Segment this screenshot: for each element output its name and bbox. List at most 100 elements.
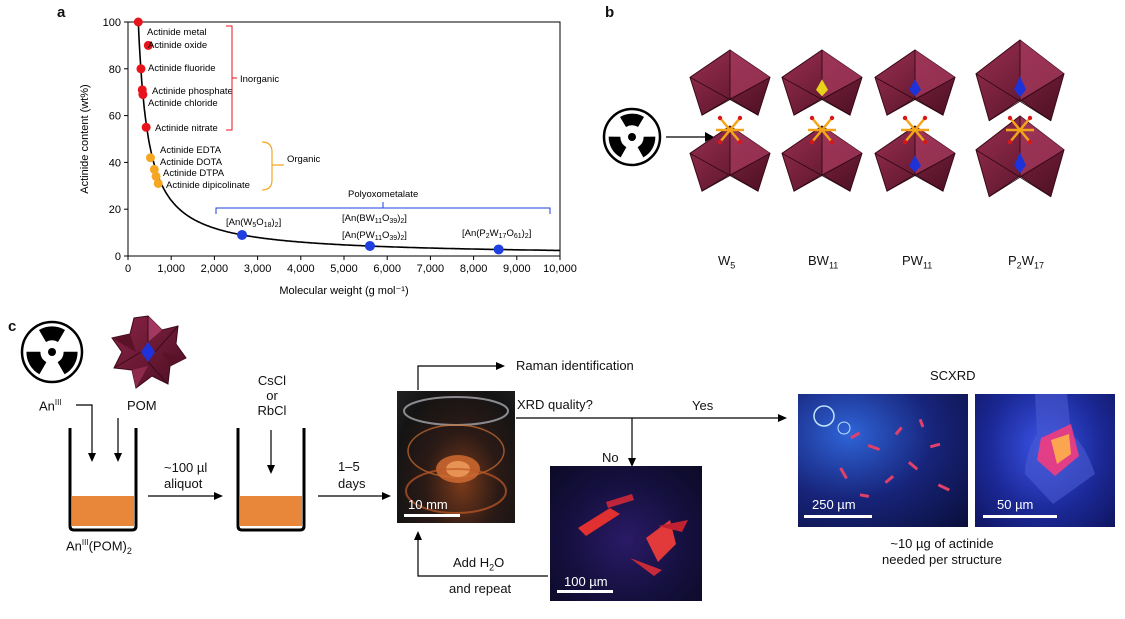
data-point bbox=[493, 244, 504, 255]
arrow-days bbox=[318, 492, 391, 500]
point-label-p2w17: [An(P2W17O61)2] bbox=[462, 228, 531, 240]
structure-w5-top bbox=[689, 49, 771, 116]
point-label: Actinide DOTA bbox=[160, 157, 223, 168]
x-tick-label: 2,000 bbox=[201, 263, 229, 275]
structure-w5-bottom bbox=[689, 125, 771, 192]
structure-label-pw11: PW11 bbox=[902, 253, 933, 271]
panel-letter-a: a bbox=[57, 4, 66, 21]
point-label: Actinide dipicolinate bbox=[166, 180, 250, 191]
point-label: Actinide metal bbox=[147, 27, 207, 38]
add-water-label: Add H2O bbox=[453, 555, 505, 573]
point-label: Actinide chloride bbox=[148, 98, 218, 109]
yes-label: Yes bbox=[692, 398, 714, 413]
bracket-inorganic bbox=[226, 25, 237, 131]
x-tick-label: 10,000 bbox=[543, 263, 577, 275]
scale-label-50um: 50 µm bbox=[997, 497, 1034, 512]
x-tick-label: 0 bbox=[125, 263, 131, 275]
group-label-organic: Organic bbox=[287, 154, 321, 165]
point-label-bw11: [An(BW11O39)2] bbox=[342, 213, 407, 225]
actinide-linker bbox=[901, 115, 929, 145]
data-point bbox=[136, 64, 146, 74]
bracket-organic bbox=[261, 141, 284, 191]
x-tick-label: 3,000 bbox=[244, 263, 272, 275]
structure-label-bw11: BW11 bbox=[808, 253, 839, 271]
an-iii-label: AnIII bbox=[39, 398, 62, 414]
y-tick-label: 20 bbox=[109, 204, 121, 216]
point-label-w5: [An(W5O18)2] bbox=[226, 217, 281, 229]
arrow-raman bbox=[417, 362, 505, 390]
arrow-salt bbox=[267, 430, 275, 474]
y-tick-label: 40 bbox=[109, 157, 121, 169]
crystals-photo-no: 100 µm bbox=[550, 466, 702, 601]
y-tick-label: 100 bbox=[103, 17, 121, 29]
data-point bbox=[145, 153, 155, 163]
structure-pw11-top bbox=[874, 49, 956, 116]
x-tick-label: 5,000 bbox=[330, 263, 358, 275]
data-point bbox=[151, 171, 161, 181]
pom-cluster-icon bbox=[111, 315, 187, 389]
structure-label-w5: W5 bbox=[718, 253, 736, 271]
group-label-polyoxometalate: Polyoxometalate bbox=[348, 189, 418, 200]
x-tick-label: 9,000 bbox=[503, 263, 531, 275]
structure-p2w17-top bbox=[975, 39, 1065, 122]
bracket-polyoxometalate bbox=[215, 202, 551, 214]
radiation-icon bbox=[602, 107, 662, 167]
point-label: Actinide nitrate bbox=[155, 123, 218, 134]
scxrd-label: SCXRD bbox=[930, 368, 976, 383]
data-point bbox=[141, 122, 151, 132]
repeat-label: and repeat bbox=[449, 581, 512, 596]
scale-bar-100um bbox=[557, 590, 613, 593]
pom-label: POM bbox=[127, 398, 157, 413]
scale-bar-10mm bbox=[404, 514, 460, 517]
point-label: Actinide oxide bbox=[148, 40, 207, 51]
raman-label: Raman identification bbox=[516, 358, 634, 373]
x-tick-label: 1,000 bbox=[157, 263, 185, 275]
group-label-inorganic: Inorganic bbox=[240, 74, 279, 85]
y-tick-label: 80 bbox=[109, 64, 121, 76]
x-tick-label: 4,000 bbox=[287, 263, 315, 275]
data-point bbox=[364, 240, 375, 251]
data-point bbox=[237, 229, 248, 240]
x-tick-label: 6,000 bbox=[373, 263, 401, 275]
point-label-pw11: [An(PW11O39)2] bbox=[342, 230, 407, 242]
x-tick-label: 7,000 bbox=[417, 263, 445, 275]
scale-label-100um: 100 µm bbox=[564, 574, 608, 589]
beaker-1 bbox=[68, 428, 138, 532]
x-tick-label: 8,000 bbox=[460, 263, 488, 275]
structure-p2w17-bottom bbox=[975, 115, 1065, 198]
data-point bbox=[143, 40, 153, 50]
data-point bbox=[153, 178, 163, 188]
scale-label-10mm: 10 mm bbox=[408, 497, 448, 512]
scxrd-photo-2: 50 µm bbox=[975, 394, 1115, 527]
panel-letter-c: c bbox=[8, 318, 17, 335]
actinide-linker bbox=[1006, 115, 1034, 145]
vial-photo: 10 mm bbox=[397, 391, 515, 523]
arrow-icon bbox=[666, 132, 714, 142]
point-label: Actinide phosphate bbox=[152, 86, 233, 97]
arrow-an-to-beaker bbox=[76, 404, 96, 462]
arrow-no bbox=[628, 418, 636, 467]
data-point bbox=[133, 17, 143, 27]
scxrd-photo-1: 250 µm bbox=[798, 394, 968, 527]
actinide-linker bbox=[808, 115, 836, 145]
point-label: Actinide DTPA bbox=[163, 168, 225, 179]
fit-curve bbox=[137, 21, 560, 252]
scale-label-250um: 250 µm bbox=[812, 497, 856, 512]
y-tick-label: 0 bbox=[115, 251, 121, 263]
xrd-quality-label: XRD quality? bbox=[517, 397, 593, 412]
workflow-diagram bbox=[20, 315, 787, 577]
arrow-add-water bbox=[414, 531, 548, 577]
point-label: Actinide fluoride bbox=[148, 63, 216, 74]
arrow-pom-to-beaker bbox=[114, 418, 122, 462]
structure-bw11-top bbox=[781, 49, 863, 116]
y-tick-label: 60 bbox=[109, 111, 121, 123]
structure-label-p2w17: P2W17 bbox=[1008, 253, 1044, 271]
panel-letter-b: b bbox=[605, 4, 615, 21]
data-point bbox=[149, 164, 159, 174]
structure-bw11-bottom bbox=[781, 125, 863, 192]
actinide-linker bbox=[716, 115, 744, 145]
